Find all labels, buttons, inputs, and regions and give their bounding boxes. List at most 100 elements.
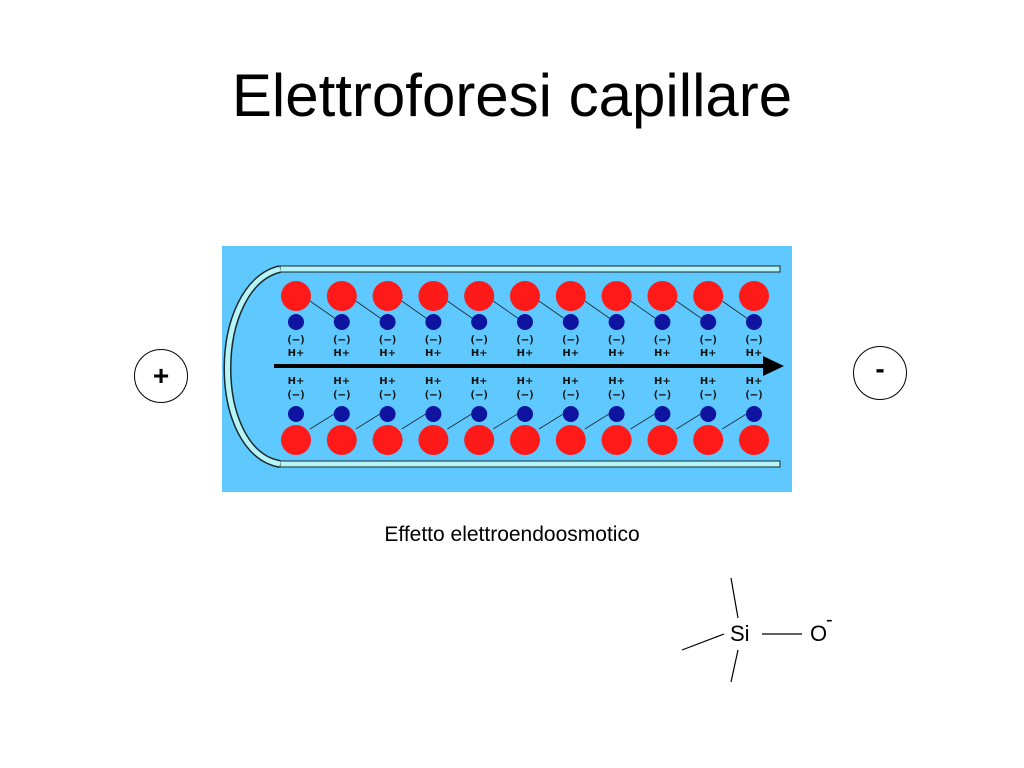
negative-site-top [562,314,579,330]
negative-site-bottom [288,406,304,422]
cation-label-top: H+ [471,348,488,359]
silanol-group-bottom [601,425,632,455]
silanol-group-top [601,281,632,311]
negative-site-bottom [517,406,533,422]
silanol-group-top [326,281,357,311]
top-bond-line [355,300,382,320]
cation-label-top: H+ [562,348,579,359]
silanol-group-top [510,281,540,311]
bottom-bond-line [355,412,382,430]
silanol-group-bottom [372,425,403,455]
cation-label-top: H+ [746,348,763,359]
silanol-group-bottom [510,425,540,455]
negative-label-top: (—) [423,333,443,346]
flow-arrow [274,356,784,376]
negative-site-top [517,314,533,330]
capillary-diagram: (—)H+H+(—)(—)H+H+(—)(—)H+H+(—)(—)H+H+(—)… [222,246,792,492]
cation-label-top: H+ [379,348,396,359]
silanol-group-top [281,281,311,311]
silanol-group-bottom [281,425,311,455]
negative-label-top: (—) [515,333,535,346]
silanol-group-top [647,281,678,311]
negative-site-top [333,314,350,330]
bottom-bond-line [401,412,428,430]
bottom-bond-line [538,412,566,430]
silanol-group-top [372,281,403,311]
negative-label-top: (—) [332,333,352,346]
top-bond-line [584,300,611,320]
capillary-svg: (—)H+H+(—)(—)H+H+(—)(—)H+H+(—)(—)H+H+(—)… [222,246,792,492]
oxygen-charge: - [826,609,833,631]
negative-label-bottom: (—) [469,388,489,401]
cation-label-top: H+ [654,348,671,359]
structure-bonds [681,577,802,683]
negative-site-bottom [471,406,488,422]
bottom-bond-line [447,412,474,430]
negative-label-bottom: (—) [607,388,627,401]
negative-site-top [471,314,488,330]
cation-label-top: H+ [425,348,442,359]
negative-label-bottom: (—) [423,388,443,401]
negative-label-top: (—) [469,333,489,346]
negative-site-bottom [562,406,579,422]
negative-label-top: (—) [378,333,398,346]
flow-arrow-head [763,356,784,376]
oxygen-label: O [810,621,828,646]
negative-label-bottom: (—) [561,388,581,401]
bottom-bond-line [721,412,749,430]
silicon-label: Si [730,621,750,646]
negative-site-top [608,314,625,330]
silanol-group-bottom [693,425,724,455]
silanol-group-bottom [739,425,769,455]
top-bond-line [721,300,749,320]
cation-label-bottom: H+ [471,376,488,387]
silanol-structure: Si O - [670,570,870,690]
negative-site-top [379,314,396,330]
silanol-group-bottom [647,425,678,455]
page-title: Elettroforesi capillare [231,62,793,129]
cation-label-bottom: H+ [608,376,625,387]
negative-label-bottom: (—) [652,388,672,401]
top-wall [279,265,781,273]
negative-site-bottom [654,406,671,422]
top-bond-line [676,300,703,320]
bond-up [730,577,739,619]
cation-label-bottom: H+ [379,376,396,387]
cation-label-bottom: H+ [700,376,717,387]
bottom-bond-line [676,412,703,430]
bond-down [730,649,739,683]
cation-label-top: H+ [333,348,350,359]
top-bond-line [401,300,428,320]
negative-label-top: (—) [561,333,581,346]
negative-label-bottom: (—) [378,388,398,401]
cathode-electrode: - [853,346,907,400]
negative-label-bottom: (—) [515,388,535,401]
negative-site-top [654,314,671,330]
diagram-caption: Effetto elettroendoosmotico [384,523,640,546]
silanol-group-bottom [555,425,586,455]
negative-label-bottom: (—) [332,388,352,401]
negative-label-bottom: (—) [286,388,306,401]
bond-left [681,633,725,651]
negative-site-bottom [700,406,717,422]
negative-site-top [700,314,717,330]
capillary-particles: (—)H+H+(—)(—)H+H+(—)(—)H+H+(—)(—)H+H+(—)… [281,281,769,455]
negative-label-top: (—) [652,333,672,346]
cation-label-bottom: H+ [654,376,671,387]
cation-label-bottom: H+ [333,376,350,387]
silanol-group-top [739,281,769,311]
negative-label-top: (—) [744,333,764,346]
curved-wall [225,266,281,467]
cation-label-top: H+ [517,348,534,359]
negative-site-bottom [425,406,442,422]
top-bond-line [492,300,520,320]
anode-electrode: + [134,349,188,403]
negative-site-bottom [608,406,625,422]
silanol-group-bottom [326,425,357,455]
negative-site-bottom [333,406,350,422]
anode-sign: + [152,360,170,391]
negative-label-top: (—) [698,333,718,346]
cathode-sign: - [875,353,885,384]
negative-site-top [288,314,304,330]
negative-label-bottom: (—) [698,388,718,401]
